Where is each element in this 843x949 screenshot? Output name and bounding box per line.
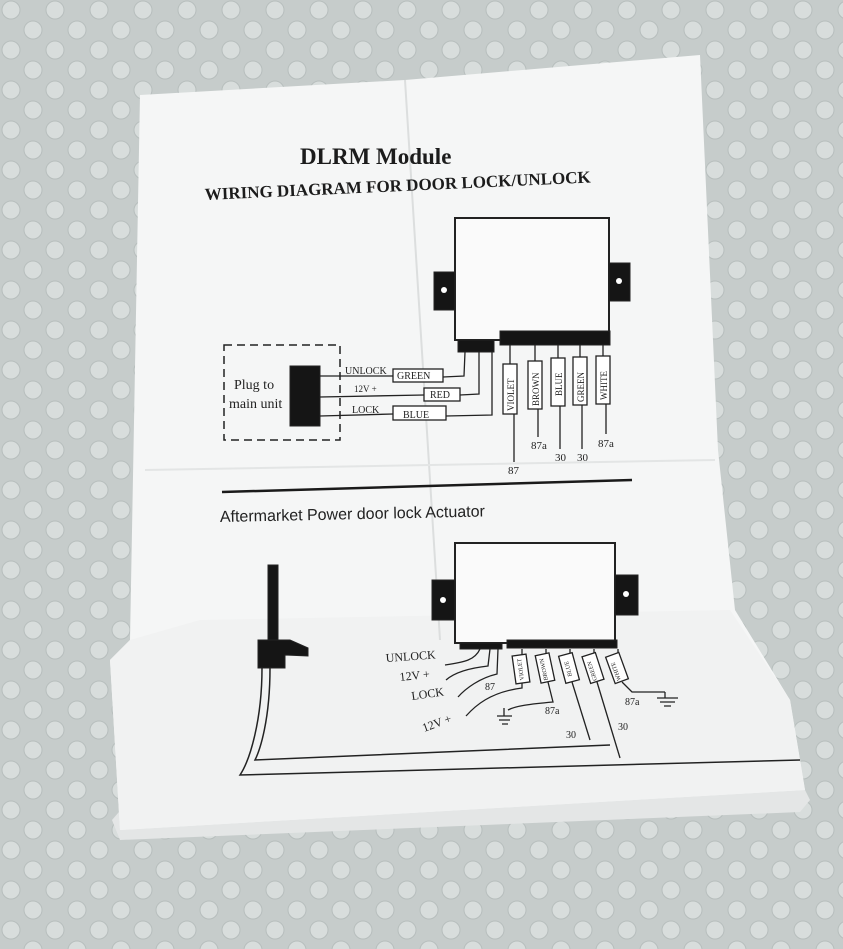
terminal-87a: 87a — [531, 440, 547, 452]
bottom-wire-brown: BROWN — [539, 657, 550, 681]
relay-wire-violet: VIOLET — [506, 378, 516, 411]
bottom-input-12v: 12V + — [399, 667, 431, 684]
wire-color-blue: BLUE — [403, 410, 429, 421]
bottom-wiring-diagram — [238, 542, 801, 776]
plug-label-line2: main unit — [229, 397, 282, 412]
relay-wire-green: GREEN — [576, 372, 586, 402]
wire-function-unlock: UNLOCK — [345, 366, 387, 377]
bottom-terminal-87a-b: 87a — [625, 697, 640, 708]
bottom-heading: Aftermarket Power door lock Actuator — [220, 503, 486, 526]
plug-label-line1: Plug to — [234, 378, 274, 393]
bottom-input-unlock: UNLOCK — [385, 648, 436, 665]
actuator — [257, 564, 309, 669]
bottom-terminal-87a: 87a — [545, 706, 560, 717]
bottom-input-lock: LOCK — [410, 685, 445, 703]
document-title: DLRM Module — [300, 144, 451, 169]
terminal-30: 30 — [555, 452, 567, 464]
plug-connector — [289, 365, 321, 427]
wire-function-12v: 12V + — [354, 384, 377, 394]
terminal-87a-b: 87a — [598, 438, 614, 450]
relay-wire-white: WHITE — [599, 371, 609, 400]
wire-color-red: RED — [430, 390, 450, 401]
plug-dashed-box — [223, 344, 341, 441]
ground-symbol — [657, 692, 678, 707]
input-connector-bottom — [459, 642, 503, 650]
input-connector — [457, 339, 495, 353]
terminal-87: 87 — [508, 465, 520, 477]
bottom-terminal-30b: 30 — [618, 722, 628, 733]
top-wiring-diagram — [223, 217, 631, 462]
wire-color-green: GREEN — [397, 371, 430, 382]
section-divider — [221, 478, 633, 494]
relay-connector — [499, 330, 611, 346]
module-box — [454, 217, 610, 341]
relay-wire-brown: BROWN — [531, 372, 541, 406]
bottom-wire-violet: VIOLET — [517, 658, 526, 681]
bottom-terminal-87: 87 — [485, 682, 495, 693]
bottom-wire-blue: BLUE — [564, 660, 574, 677]
relay-wire-blue: BLUE — [554, 372, 564, 396]
wire-function-lock: LOCK — [352, 405, 380, 416]
ground-symbol — [497, 708, 512, 725]
bottom-terminal-30: 30 — [566, 730, 576, 741]
module-box-bottom — [454, 542, 616, 644]
terminal-30b: 30 — [577, 452, 589, 464]
relay-connector-bottom — [506, 639, 618, 649]
